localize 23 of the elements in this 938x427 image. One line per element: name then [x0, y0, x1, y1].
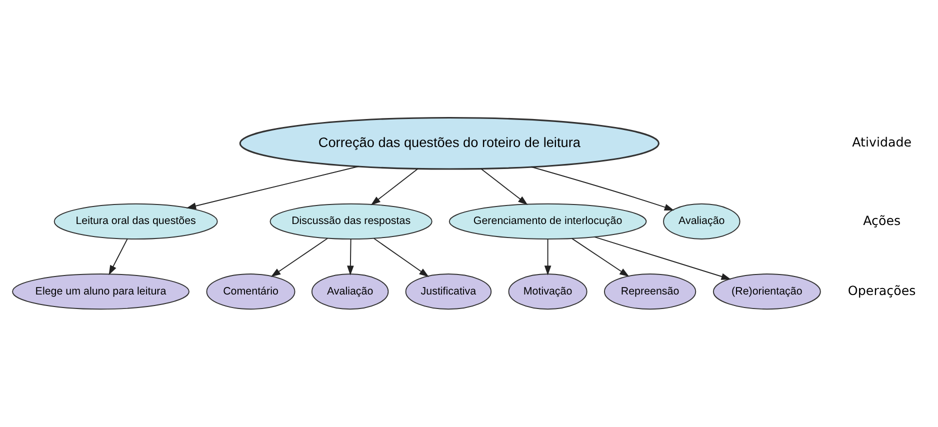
- node-ellipse: Avaliação: [311, 274, 389, 310]
- node-ellipse: Correção das questões do roteiro de leitura: [239, 116, 660, 170]
- label: Operações: [848, 282, 916, 298]
- node-ellipse: Repreensão: [604, 274, 696, 310]
- arrow: [270, 238, 328, 277]
- label: Atividade: [852, 134, 912, 150]
- node-ellipse: Comentário: [206, 274, 296, 310]
- node-ellipse: Motivação: [508, 274, 588, 310]
- node-ellipse: Elege um aluno para leitura: [12, 274, 190, 310]
- arrow: [373, 238, 429, 277]
- arrow: [186, 166, 360, 210]
- node-ellipse: Discussão das respostas: [270, 203, 432, 240]
- arrow: [347, 238, 354, 276]
- node-ellipse: Justificativa: [405, 274, 492, 310]
- arrow: [480, 168, 528, 205]
- node-ellipse: Gerenciamento de interlocução: [448, 203, 647, 240]
- arrow: [108, 238, 128, 276]
- arrow: [594, 236, 732, 280]
- arrow: [530, 166, 674, 210]
- label: Ações: [863, 212, 901, 228]
- arrow: [370, 168, 419, 206]
- arrow: [572, 238, 630, 277]
- arrow: [544, 238, 552, 276]
